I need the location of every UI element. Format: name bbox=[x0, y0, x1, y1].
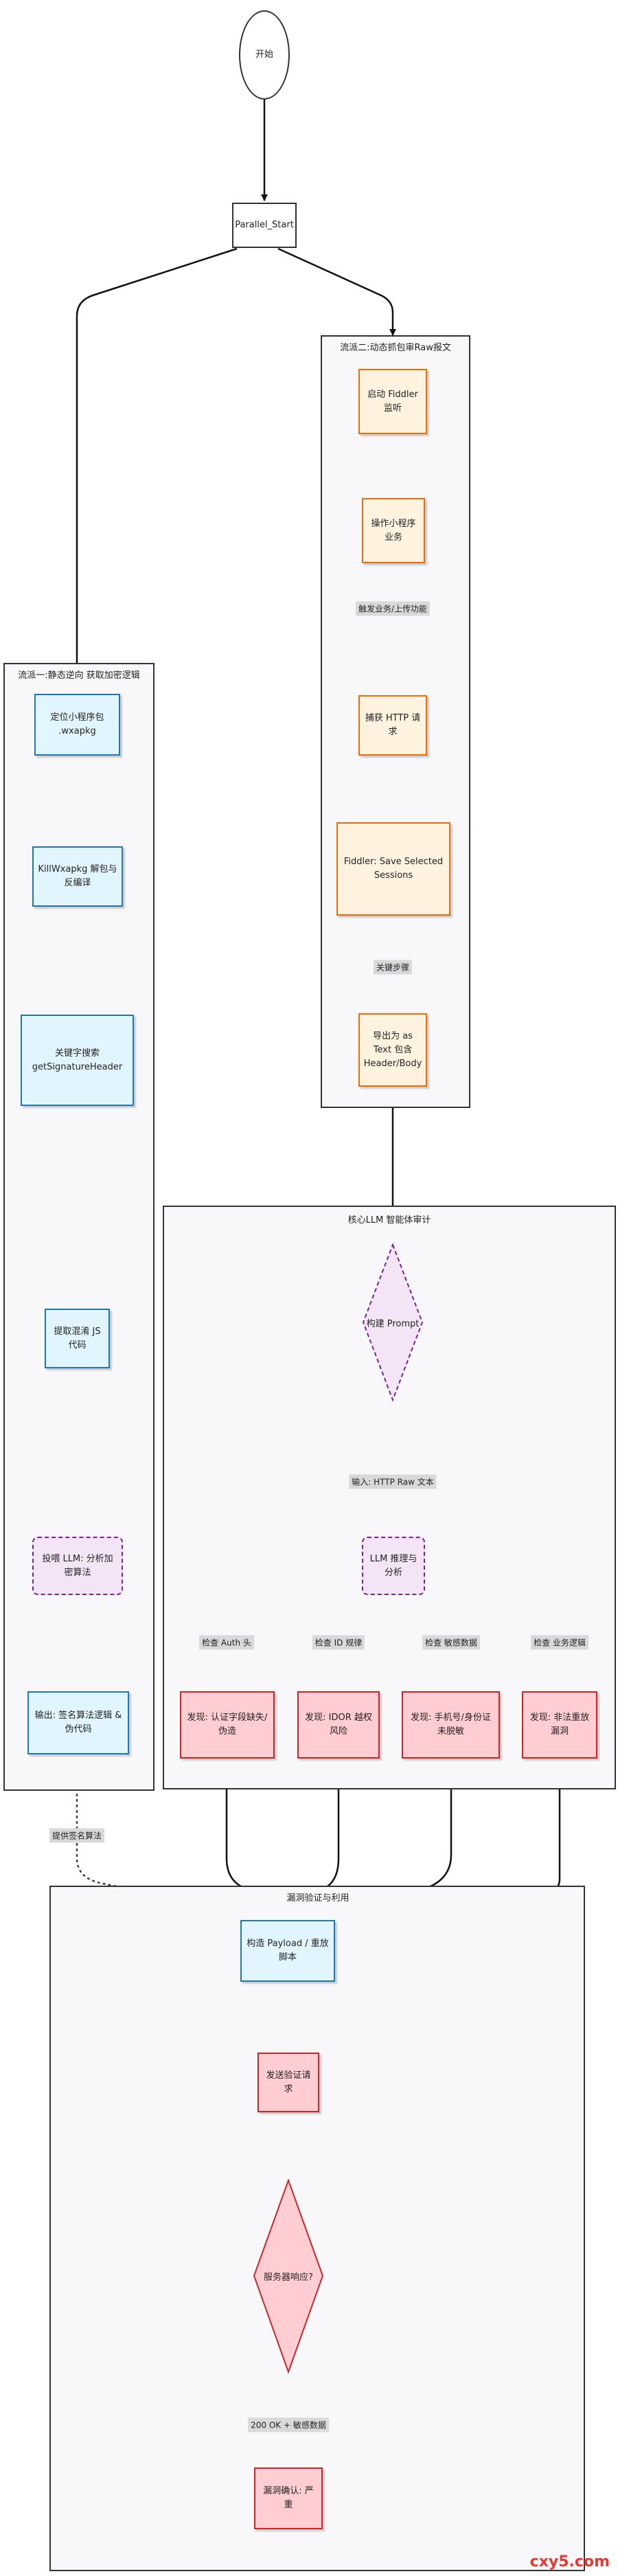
keyword-node[interactable]: 关键字搜索 getSignatureHeader bbox=[21, 1015, 134, 1106]
edge-label-check-sensitive: 检查 敏感数据 bbox=[422, 1635, 480, 1650]
output-label: 输出: 签名算法逻辑 & 伪代码 bbox=[34, 1710, 122, 1735]
edge-label-trigger: 触发业务/上传功能 bbox=[355, 601, 431, 616]
edge-parallel-flow2 bbox=[277, 247, 396, 336]
edge-parallel-flow1 bbox=[73, 247, 238, 691]
edge-label-ok-data: 200 OK + 敏感数据 bbox=[248, 2417, 329, 2432]
unpack-label: KillWxapkg 解包与反编译 bbox=[38, 864, 117, 888]
fiddler-start-label: 启动 Fiddler 监听 bbox=[367, 389, 418, 414]
prompt-label: 构建 Prompt bbox=[366, 1318, 420, 1329]
llm-analyze-node[interactable]: 投喂 LLM: 分析加密算法 bbox=[32, 1537, 123, 1595]
prompt-diamond[interactable] bbox=[362, 1243, 424, 1401]
edge-label-check-id: 检查 ID 规律 bbox=[312, 1635, 365, 1650]
edge-label-check-business: 检查 业务逻辑 bbox=[531, 1635, 588, 1650]
finding-idor-node[interactable]: 发现: IDOR 越权风险 bbox=[297, 1691, 380, 1759]
edge-label-provide-algo: 提供签名算法 bbox=[49, 1828, 105, 1843]
locate-label: 定位小程序包 .wxapkg bbox=[50, 712, 104, 736]
finding-idor-label: 发现: IDOR 越权风险 bbox=[305, 1713, 372, 1737]
edge-label-input-raw: 输入: HTTP Raw 文本 bbox=[349, 1474, 437, 1489]
extract-label: 提取混淆 JS 代码 bbox=[54, 1326, 101, 1351]
keyword-label: 关键字搜索 getSignatureHeader bbox=[32, 1048, 123, 1072]
cluster-verify bbox=[49, 1886, 585, 2571]
llm-reason-label: LLM 推理与分析 bbox=[369, 1553, 417, 1578]
fiddler-save-node[interactable]: Fiddler: Save Selected Sessions bbox=[336, 822, 450, 916]
confirm-node[interactable]: 漏洞确认: 严重 bbox=[254, 2467, 323, 2529]
send-node[interactable]: 发送验证请求 bbox=[258, 2053, 319, 2112]
export-node[interactable]: 导出为 as Text 包含Header/Body bbox=[358, 1013, 427, 1087]
cluster-flow1-title: 流派一:静态逆向 获取加密逻辑 bbox=[18, 670, 140, 681]
parallel-start-node[interactable]: Parallel_Start bbox=[232, 203, 297, 248]
operate-label: 操作小程序业务 bbox=[371, 518, 416, 543]
export-label: 导出为 as Text 包含Header/Body bbox=[363, 1030, 422, 1069]
locate-node[interactable]: 定位小程序包 .wxapkg bbox=[34, 694, 120, 756]
llm-analyze-label: 投喂 LLM: 分析加密算法 bbox=[42, 1553, 113, 1578]
parallel-start-label: Parallel_Start bbox=[235, 220, 294, 230]
respond-diamond[interactable] bbox=[253, 2179, 324, 2373]
start-node[interactable]: 开始 bbox=[239, 10, 290, 100]
cluster-core-title: 核心LLM 智能体审计 bbox=[347, 1215, 431, 1225]
capture-label: 捕获 HTTP 请求 bbox=[365, 713, 421, 737]
edge-output-payload bbox=[76, 1755, 265, 1919]
edge-label-key-steps: 关键步骤 bbox=[373, 960, 413, 975]
edge-label-check-auth: 检查 Auth 头 bbox=[199, 1635, 254, 1650]
start-node-label: 开始 bbox=[255, 49, 273, 60]
cluster-flow1 bbox=[3, 663, 154, 1791]
operate-node[interactable]: 操作小程序业务 bbox=[362, 498, 425, 563]
confirm-label: 漏洞确认: 严重 bbox=[263, 2486, 314, 2510]
unpack-node[interactable]: KillWxapkg 解包与反编译 bbox=[32, 846, 123, 907]
finding-leak-label: 发现: 手机号/身份证未脱敏 bbox=[411, 1713, 491, 1737]
finding-logic-node[interactable]: 发现: 非法重放漏洞 bbox=[522, 1691, 597, 1759]
finding-auth-node[interactable]: 发现: 认证字段缺失/伪造 bbox=[180, 1691, 275, 1759]
respond-label: 服务器响应? bbox=[264, 2272, 313, 2283]
cluster-flow2-title: 流派二:动态抓包审Raw报文 bbox=[340, 343, 451, 353]
capture-node[interactable]: 捕获 HTTP 请求 bbox=[358, 695, 427, 756]
payload-node[interactable]: 构造 Payload / 重放脚本 bbox=[240, 1920, 335, 1982]
watermark: cxy5.com bbox=[529, 2553, 610, 2571]
fiddler-start-node[interactable]: 启动 Fiddler 监听 bbox=[358, 369, 427, 434]
finding-logic-label: 发现: 非法重放漏洞 bbox=[529, 1713, 590, 1737]
extract-node[interactable]: 提取混淆 JS 代码 bbox=[45, 1309, 110, 1368]
output-node[interactable]: 输出: 签名算法逻辑 & 伪代码 bbox=[27, 1691, 129, 1754]
llm-reason-node[interactable]: LLM 推理与分析 bbox=[362, 1537, 425, 1595]
fiddler-save-label: Fiddler: Save Selected Sessions bbox=[343, 857, 444, 881]
send-label: 发送验证请求 bbox=[266, 2070, 311, 2094]
finding-auth-label: 发现: 认证字段缺失/伪造 bbox=[187, 1713, 268, 1737]
payload-label: 构造 Payload / 重放脚本 bbox=[247, 1939, 329, 1963]
cluster-verify-title: 漏洞验证与利用 bbox=[286, 1893, 350, 1903]
finding-leak-node[interactable]: 发现: 手机号/身份证未脱敏 bbox=[402, 1691, 500, 1759]
